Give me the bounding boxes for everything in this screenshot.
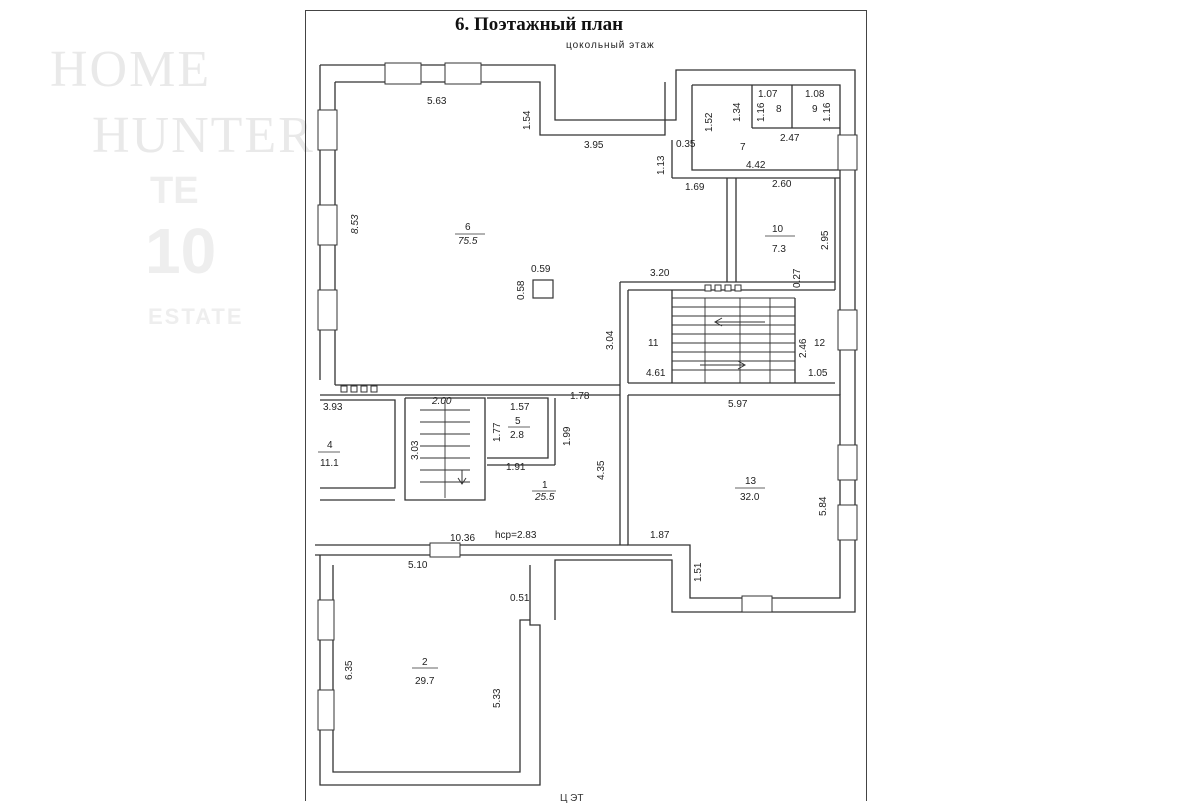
dim-label: 0.59 [531,264,551,275]
dim-label: 1.13 [656,155,667,175]
dim-label: 0.51 [510,593,530,604]
room-10-number: 10 [772,224,784,235]
dim-label: 1.99 [562,426,573,446]
room-8-number: 8 [776,104,782,115]
room-labels: 6 75.5 7 8 9 10 7.3 11 12 13 32.0 4 11.1… [318,104,826,687]
dim-label: 2.00 [431,396,452,407]
room-10-area: 7.3 [772,244,786,255]
walls [315,64,856,786]
room-13-number: 13 [745,476,757,487]
room-4-number: 4 [327,440,333,451]
dim-label: 2.60 [772,179,792,190]
windows [317,62,858,731]
dim-label: 6.35 [344,660,355,680]
dim-label: 1.54 [522,110,533,130]
column [532,279,554,299]
dim-label: 1.69 [685,182,705,193]
room-1-area: 25.5 [534,492,555,503]
watermark-estate: ESTATE [148,304,244,329]
dim-label: 4.35 [596,460,607,480]
room-2-number: 2 [422,657,428,668]
dim-label: 3.20 [650,268,670,279]
dim-label: 1.51 [693,562,704,582]
room-6-number: 6 [465,222,471,233]
dim-label: 3.95 [584,140,604,151]
room-6-area: 75.5 [458,236,478,247]
room-1-number: 1 [542,480,548,491]
room-5-number: 5 [515,416,521,427]
dim-label: 1.87 [650,530,670,541]
dimension-labels: 5.63 1.54 3.95 8.53 0.59 0.58 3.20 3.04 … [323,89,833,708]
room-7-number: 7 [740,142,746,153]
wall-vents [340,284,742,393]
dim-label: 1.07 [758,89,778,100]
dim-label: hср=2.83 [495,530,537,541]
plan-sheet-border [305,10,867,801]
dim-label: 5.10 [408,560,428,571]
dim-label: 8.53 [350,214,361,234]
bottom-cut-text: Ц ЭТ [560,793,584,804]
dim-label: 5.84 [818,496,829,516]
dim-label: 1.16 [822,102,833,122]
dim-label: 5.97 [728,399,748,410]
watermark-te: ТЕ [150,170,199,212]
dim-label: 3.04 [605,330,616,350]
dim-label: 0.27 [792,268,803,288]
room-13-area: 32.0 [740,492,760,503]
room-9-number: 9 [812,104,818,115]
dim-label: 10.36 [450,533,475,544]
dim-label: 4.42 [746,160,766,171]
stair-arrows [457,317,765,485]
dim-label: 5.33 [492,688,503,708]
dim-label: 1.08 [805,89,825,100]
watermark-home: HOME [50,41,212,98]
floor-label: цокольный этаж [566,40,655,51]
dim-label: 1.05 [808,368,828,379]
watermark-hunter: HUNTER [92,107,315,164]
dim-label: 1.91 [506,462,526,473]
page-title: 6. Поэтажный план [455,14,624,35]
dim-label: 1.57 [510,402,530,413]
dim-label: 1.52 [704,112,715,132]
dim-label: 2.47 [780,133,800,144]
dim-label: 0.58 [516,280,527,300]
room-5-area: 2.8 [510,430,524,441]
room-2-area: 29.7 [415,676,435,687]
dim-label: 0.35 [676,139,696,150]
dim-label: 1.34 [732,102,743,122]
dim-label: 3.93 [323,402,343,413]
watermark-10: 10 [145,215,217,287]
dim-label: 3.03 [410,440,421,460]
room-11-number: 11 [648,338,659,349]
dim-label: 5.63 [427,96,447,107]
room-12-number: 12 [814,338,826,349]
dim-label: 4.61 [646,368,666,379]
dim-label: 1.16 [756,102,767,122]
dim-label: 1.77 [492,422,503,442]
dim-label: 2.46 [798,338,809,358]
dim-label: 1.78 [570,391,590,402]
dim-label: 2.95 [820,230,831,250]
room-4-area: 11.1 [320,458,339,469]
